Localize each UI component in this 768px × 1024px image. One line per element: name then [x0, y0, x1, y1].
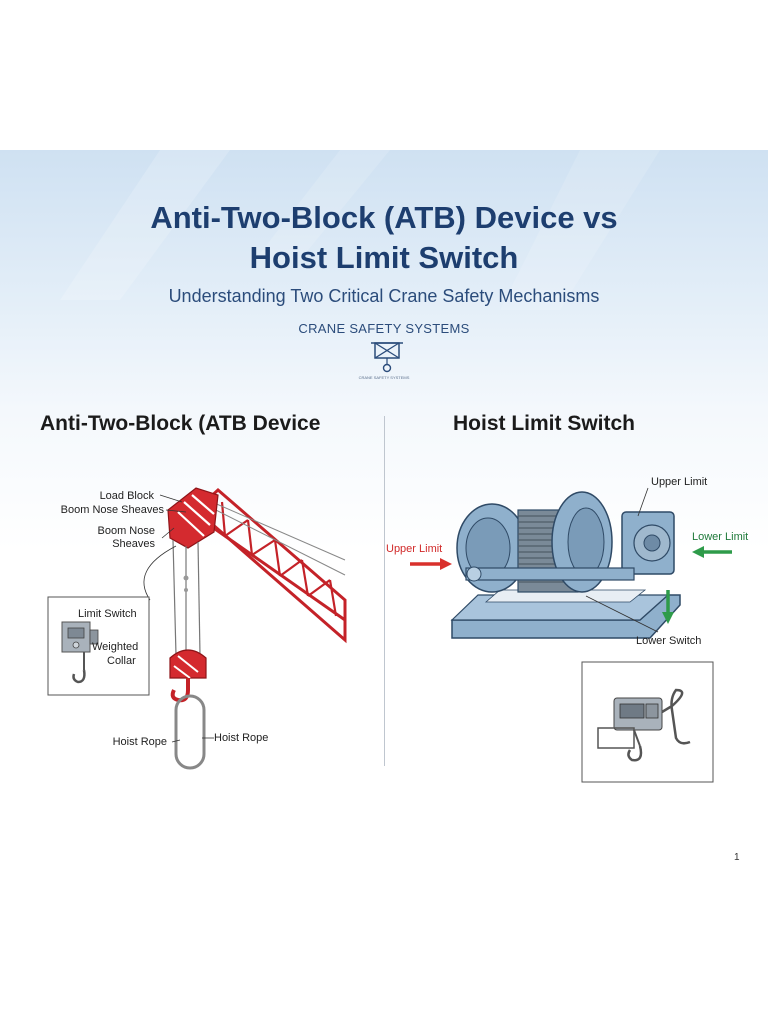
- hoist-drum-illustration: [450, 491, 681, 639]
- lower-switch-arrow: [662, 590, 674, 624]
- label-sheaves: Sheaves: [112, 538, 155, 550]
- label-boom-nose-sheaves: Boom Nose Sheaves: [61, 504, 165, 516]
- label-collar: Collar: [107, 655, 136, 667]
- section-divider: [384, 416, 385, 766]
- label-upper-limit-top: Upper Limit: [651, 476, 707, 488]
- logo-caption: CRANE SAFETY SYSTEMS: [358, 375, 410, 380]
- atb-leader-lines: [143, 494, 214, 743]
- limit-switch-inset: Limit Switch Weighted Collar: [47, 596, 150, 696]
- crane-boom-illustration: [167, 487, 347, 770]
- diagram-canvas: Load Block Boom Nose Sheaves Boom Nose S…: [47, 476, 748, 783]
- section-heading-atb: Anti-Two-Block (ATB Device: [40, 412, 321, 435]
- lower-limit-arrow: [692, 546, 732, 558]
- label-hoist-rope-left: Hoist Rope: [113, 736, 167, 748]
- page-subtitle: Understanding Two Critical Crane Safety …: [168, 286, 600, 306]
- label-boom-nose: Boom Nose: [98, 525, 155, 537]
- hoist-leader-lines: [585, 487, 659, 633]
- title-line-2: Hoist Limit Switch: [249, 240, 519, 275]
- label-weighted: Weighted: [92, 641, 138, 653]
- title-line-1: Anti-Two-Block (ATB) Device vs: [150, 200, 618, 235]
- upper-limit-arrow: [410, 558, 452, 570]
- label-hoist-rope-right: Hoist Rope: [214, 732, 268, 744]
- label-upper-limit-left: Upper Limit: [386, 543, 442, 555]
- page-title: Anti-Two-Block (ATB) Device vs Hoist Lim…: [0, 198, 768, 278]
- brand-name: CRANE SAFETY SYSTEMS: [298, 321, 470, 336]
- section-heading-hoist-limit: Hoist Limit Switch: [453, 412, 636, 435]
- page-number: 1: [734, 852, 740, 863]
- label-limit-switch: Limit Switch: [78, 608, 137, 620]
- label-load-block: Load Block: [100, 490, 155, 502]
- label-lower-limit: Lower Limit: [692, 531, 748, 543]
- label-lower-switch: Lower Switch: [636, 635, 701, 647]
- crane-hook-logo-icon: [371, 342, 403, 373]
- lower-switch-inset: [581, 661, 714, 783]
- slide: Anti-Two-Block (ATB) Device vs Hoist Lim…: [0, 150, 768, 872]
